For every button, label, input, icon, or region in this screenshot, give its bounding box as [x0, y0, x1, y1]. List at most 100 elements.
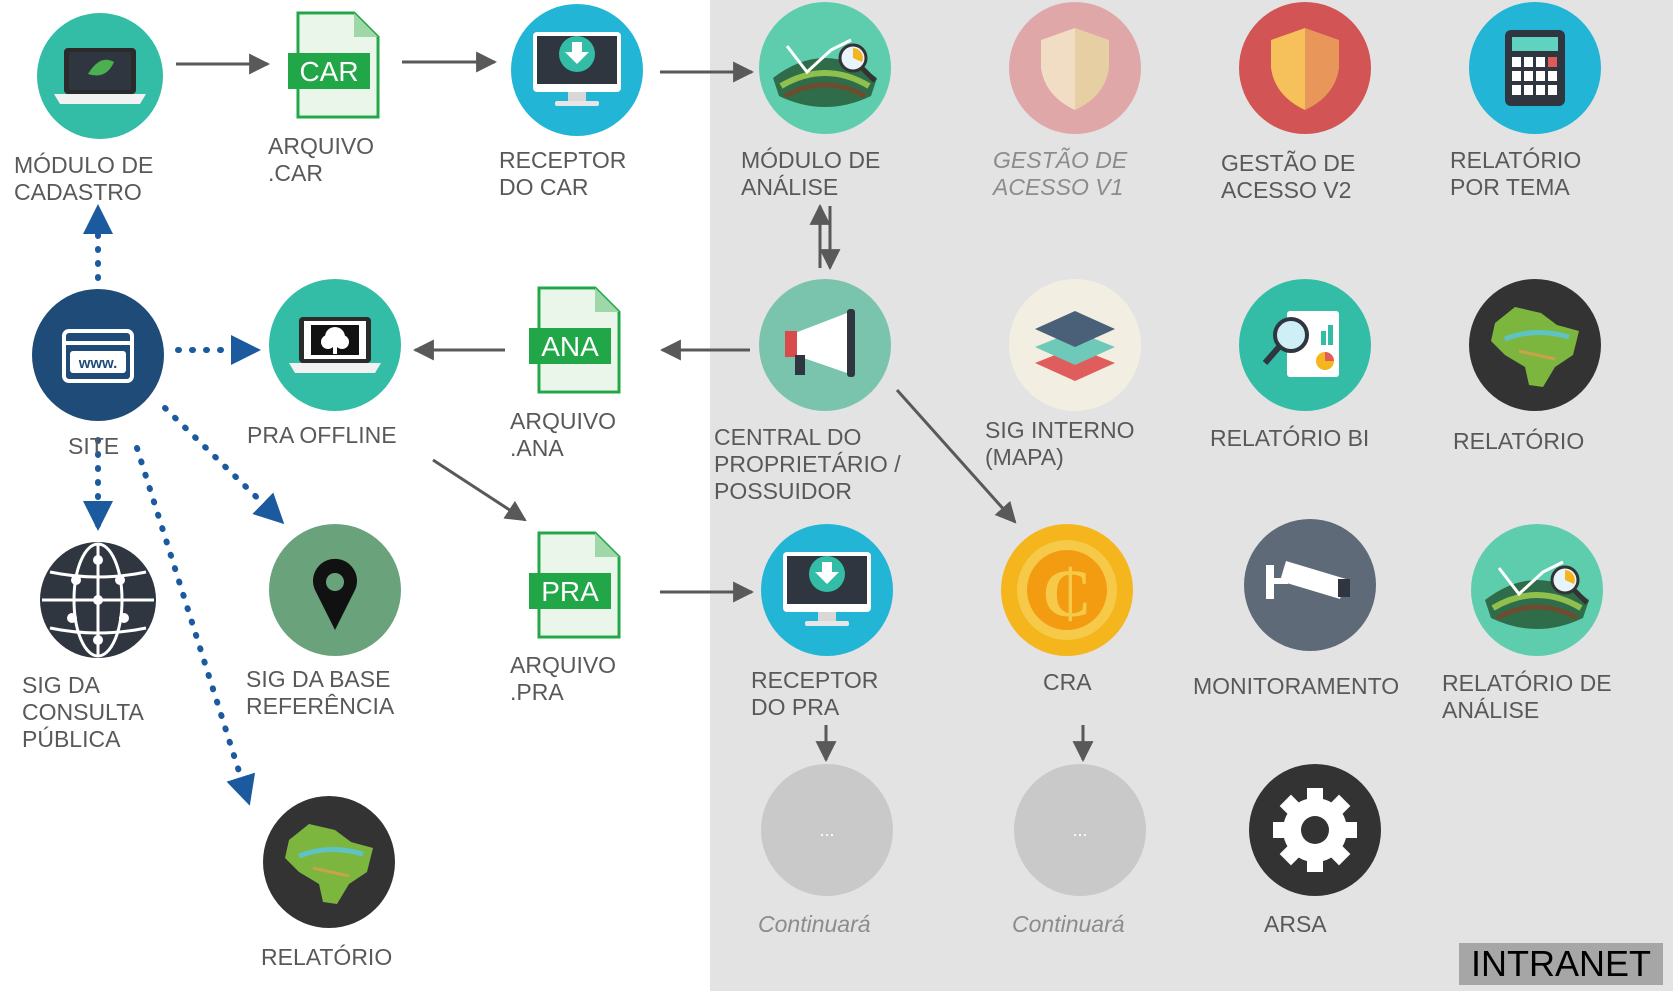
- label-line: ARQUIVO: [510, 652, 617, 678]
- node-central: [759, 279, 891, 411]
- node-gestao-v2: [1239, 2, 1371, 134]
- label-line: PROPRIETÁRIO /: [714, 451, 901, 477]
- node-continuara-2: ...: [1014, 764, 1146, 896]
- brazil-map-icon: [285, 824, 373, 904]
- coin-icon: ₵: [1017, 540, 1117, 640]
- node-sig-base: [269, 524, 401, 656]
- monitor-download-icon: [533, 32, 621, 106]
- camera-icon: [1266, 561, 1350, 599]
- node-receptor-pra: [761, 524, 893, 656]
- node-modulo-cadastro: [37, 13, 163, 139]
- label-arquivo-pra: ARQUIVO.PRA: [510, 652, 616, 706]
- label-line: REFERÊNCIA: [246, 693, 395, 719]
- laptop-leaf-icon: [54, 48, 146, 104]
- label-line: ACESSO V2: [1221, 177, 1352, 203]
- landscape-chart-icon: [773, 38, 877, 107]
- label-line: CADASTRO: [14, 179, 142, 205]
- node-continuara-1: ...: [761, 764, 893, 896]
- layers-icon: [1035, 311, 1115, 381]
- label-line: SIG DA BASE: [246, 666, 391, 692]
- landscape-chart-icon: [1485, 560, 1589, 629]
- label-line: RELATÓRIO: [1453, 428, 1585, 454]
- label-line: SITE: [68, 433, 120, 459]
- label-line: ACESSO V1: [993, 174, 1124, 200]
- placeholder-circle-background: [761, 764, 893, 896]
- label-line: Continuará: [1012, 911, 1125, 937]
- label-line: ARQUIVO: [510, 408, 617, 434]
- label-line: ARSA: [1264, 911, 1327, 937]
- arrow-central-to-cra: [895, 389, 1017, 524]
- svg-text:www.: www.: [78, 355, 118, 372]
- placeholder-circle-background: [1014, 764, 1146, 896]
- report-magnifier-icon: [1262, 311, 1339, 377]
- www-icon: www.: [62, 329, 134, 383]
- label-sig-interno: SIG INTERNO(MAPA): [985, 417, 1135, 471]
- node-arquivo-car-file-text: CAR: [299, 56, 358, 87]
- label-line: ARQUIVO: [268, 133, 375, 159]
- node-relatorio-intranet: [1469, 279, 1601, 411]
- label-line: MÓDULO DE: [741, 147, 881, 173]
- label-line: .PRA: [510, 679, 564, 705]
- label-pra-offline: PRA OFFLINE: [247, 422, 397, 449]
- label-line: GESTÃO DE: [1221, 150, 1356, 176]
- node-monitoramento: [1244, 519, 1376, 651]
- label-line: PÚBLICA: [22, 726, 121, 752]
- label-line: SIG DA: [22, 672, 100, 698]
- label-line: CENTRAL DO: [714, 424, 862, 450]
- node-arquivo-car: CAR: [288, 11, 380, 119]
- label-arquivo-ana: ARQUIVO.ANA: [510, 408, 616, 462]
- label-line: Continuará: [758, 911, 871, 937]
- label-line: RELATÓRIO DE: [1442, 670, 1612, 696]
- node-pra-offline: [269, 279, 401, 411]
- label-line: POR TEMA: [1450, 174, 1570, 200]
- intranet-tag: INTRANET: [1459, 943, 1663, 985]
- label-line: ANÁLISE: [741, 174, 839, 200]
- node-relatorio-bi: [1239, 279, 1371, 411]
- node-sig-interno: [1009, 279, 1141, 411]
- shield-icon: [1041, 28, 1109, 110]
- label-line: RELATÓRIO BI: [1210, 425, 1370, 451]
- map-pin-icon: [313, 558, 357, 630]
- shield-icon: [1271, 28, 1339, 110]
- globe-network-icon: [40, 542, 156, 658]
- node-site: www.: [32, 289, 164, 421]
- node-relatorio-analise: [1471, 524, 1603, 656]
- node-cra: ₵: [1001, 524, 1133, 656]
- label-line: CONSULTA: [22, 699, 144, 725]
- nodes: CAR www. ANA PRA ₵......: [32, 2, 1603, 928]
- label-line: .CAR: [268, 160, 323, 186]
- label-line: POSSUIDOR: [714, 478, 853, 504]
- node-arquivo-pra: PRA: [529, 531, 621, 639]
- label-line: DO PRA: [751, 694, 840, 720]
- label-line: ANÁLISE: [1442, 697, 1540, 723]
- placeholder-dots: ...: [819, 820, 834, 840]
- arrow-pra-offline-to-pra: [432, 458, 527, 522]
- label-line: RECEPTOR: [499, 147, 627, 173]
- label-line: CRA: [1043, 669, 1092, 695]
- label-line: (MAPA): [985, 444, 1064, 470]
- label-line: SIG INTERNO: [985, 417, 1135, 443]
- label-line: RECEPTOR: [751, 667, 879, 693]
- node-arquivo-ana-file-text: ANA: [541, 331, 599, 362]
- label-line: GESTÃO DE: [993, 147, 1128, 173]
- label-continuara-1: Continuará: [758, 911, 871, 938]
- label-continuara-2: Continuará: [1012, 911, 1125, 938]
- label-line: MÓDULO DE: [14, 152, 154, 178]
- calculator-icon: [1505, 30, 1565, 106]
- node-relatorio-tema: [1469, 2, 1601, 134]
- label-arquivo-car: ARQUIVO.CAR: [268, 133, 374, 187]
- monitor-download-icon: [783, 552, 871, 626]
- node-arsa: [1249, 764, 1381, 896]
- placeholder-dots: ...: [1072, 820, 1087, 840]
- megaphone-icon: [785, 309, 855, 377]
